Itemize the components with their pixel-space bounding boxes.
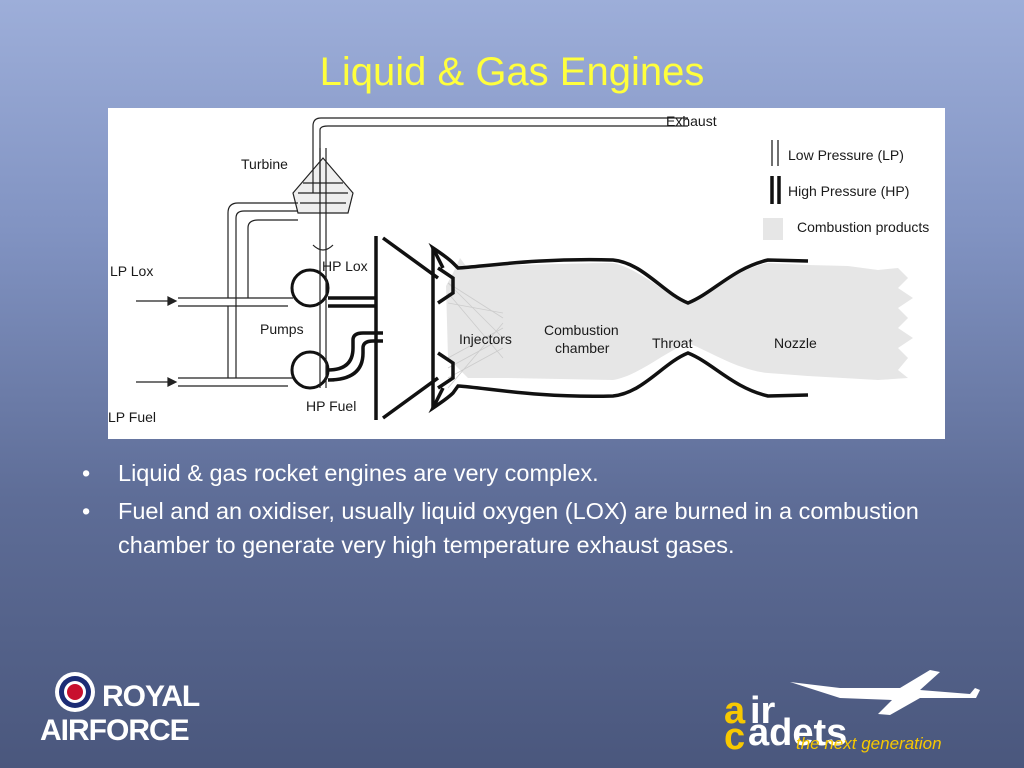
label-injectors: Injectors: [459, 331, 512, 347]
pumps: [290, 268, 330, 390]
label-lp-lox: LP Lox: [110, 263, 153, 279]
injector-spray: [447, 282, 504, 389]
raf-logo-line2: AIRFORCE: [40, 714, 190, 747]
combustion-products-area: [446, 258, 913, 380]
hp-lines: [327, 296, 383, 382]
label-exhaust: Exhaust: [666, 113, 717, 129]
exhaust-duct: [312, 117, 688, 193]
label-pumps: Pumps: [260, 321, 304, 337]
cadets-tagline: the next generation: [796, 734, 942, 753]
rocket-engine-diagram: Exhaust Turbine LP Lox HP Lox Pumps HP F…: [108, 108, 945, 439]
label-hp-lox: HP Lox: [322, 258, 368, 274]
bullet-item: • Fuel and an oxidiser, usually liquid o…: [82, 494, 952, 562]
cadets-logo-c: c: [724, 716, 746, 758]
cadets-logo-adets: adets: [748, 712, 848, 754]
cadets-logo-ir: ir: [750, 690, 776, 732]
label-lp-fuel: LP Fuel: [108, 409, 156, 425]
label-chamber: chamber: [555, 340, 610, 356]
bullet-symbol: •: [82, 460, 91, 486]
air-cadets-logo: a ir c adets the next generation: [720, 660, 1010, 760]
bullet-symbol: •: [82, 498, 91, 524]
raf-logo-line1: ROYAL: [102, 680, 200, 713]
engine-outline: [374, 236, 809, 420]
raf-logo: ROYAL AIRFORCE: [40, 670, 210, 750]
slide-title: Liquid & Gas Engines: [319, 50, 705, 94]
bullet-list: • Liquid & gas rocket engines are very c…: [82, 456, 952, 566]
legend-high-pressure: High Pressure (HP): [788, 183, 909, 199]
label-hp-fuel: HP Fuel: [306, 398, 356, 414]
legend-low-pressure: Low Pressure (LP): [788, 147, 904, 163]
label-throat: Throat: [652, 335, 693, 351]
raf-roundel-icon: [55, 672, 95, 712]
legend-combustion-swatch: [763, 218, 783, 240]
bullet-text: Liquid & gas rocket engines are very com…: [118, 460, 599, 486]
cadets-logo-a: a: [724, 690, 746, 732]
legend-combustion-products: Combustion products: [797, 219, 929, 235]
label-nozzle: Nozzle: [774, 335, 817, 351]
rotation-arrow: [312, 244, 334, 251]
label-combustion: Combustion: [544, 322, 619, 338]
lp-feed-lines: [178, 202, 298, 387]
bullet-text: Fuel and an oxidiser, usually liquid oxy…: [118, 498, 919, 558]
flow-arrows: [136, 296, 178, 387]
legend: [770, 140, 781, 204]
label-turbine: Turbine: [241, 156, 288, 172]
bullet-item: • Liquid & gas rocket engines are very c…: [82, 456, 952, 490]
aircraft-icon: [790, 670, 980, 715]
